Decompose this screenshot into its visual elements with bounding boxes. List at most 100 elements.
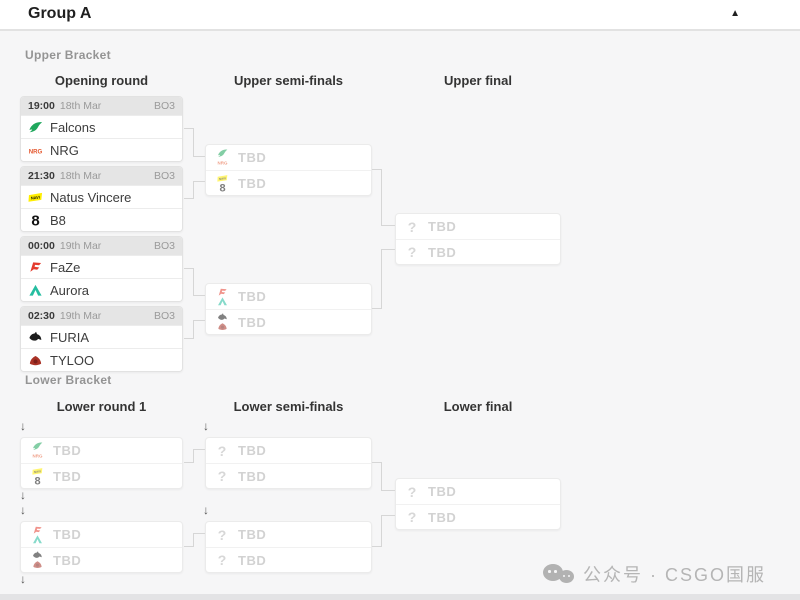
b8-logo: 8 — [28, 213, 43, 228]
tbd-match-box[interactable]: ?TBD?TBD — [205, 437, 372, 489]
bracket-connector-line — [193, 295, 205, 296]
tbd-slot-row: TBD — [206, 284, 371, 309]
team-row[interactable]: Aurora — [21, 278, 182, 301]
falcons-logo — [32, 441, 43, 452]
tbd-label: TBD — [53, 527, 82, 542]
bottom-edge-strip — [0, 594, 800, 600]
team-name: TYLOO — [50, 352, 95, 368]
tbd-label: TBD — [428, 509, 457, 525]
svg-text:8: 8 — [219, 182, 225, 193]
team-row[interactable]: TYLOO — [21, 348, 182, 371]
match-time: 02:30 — [28, 310, 55, 322]
tbd-slot-row: ?TBD — [396, 504, 560, 529]
tbd-label: TBD — [238, 150, 267, 165]
tbd-label: TBD — [238, 175, 267, 191]
bracket-connector-line — [193, 320, 194, 339]
faze-logo — [32, 525, 43, 536]
group-title: Group A — [28, 5, 92, 22]
bracket-connector-line — [372, 169, 382, 170]
tbd-label: TBD — [238, 527, 267, 542]
lower-bracket-label: Lower Bracket — [25, 373, 112, 387]
drop-down-arrow-icon: ↓ — [20, 488, 26, 502]
bracket-connector-line — [193, 533, 205, 534]
tbd-label: TBD — [238, 314, 267, 330]
tbd-slot-row: ?TBD — [206, 463, 371, 488]
question-icon: ? — [217, 526, 227, 543]
team-name: Falcons — [50, 119, 96, 135]
bracket-connector-line — [184, 128, 194, 129]
tyloo-logo — [28, 353, 43, 368]
tbd-match-box[interactable]: ?TBD?TBD — [395, 478, 561, 530]
bracket-connector-line — [193, 449, 205, 450]
group-header-bar[interactable]: Group A ▲ — [0, 0, 800, 31]
bracket-connector-line — [184, 338, 194, 339]
tbd-label: TBD — [53, 552, 82, 568]
drop-down-arrow-icon: ↓ — [20, 572, 26, 586]
tbd-slot-row: NRG TBD — [206, 145, 371, 170]
tbd-match-box[interactable]: TBD TBD — [205, 283, 372, 335]
aurora-logo — [28, 283, 43, 298]
tbd-match-box[interactable]: ?TBD?TBD — [395, 213, 561, 265]
aurora-logo — [217, 296, 228, 307]
tbd-label: TBD — [53, 468, 82, 484]
nrg-logo: NRG — [217, 157, 228, 168]
tbd-match-box[interactable]: ?TBD?TBD — [205, 521, 372, 573]
pending-team-logos — [29, 551, 45, 569]
upper-bracket-label: Upper Bracket — [25, 48, 111, 62]
match-format-badge: BO3 — [153, 310, 175, 322]
collapse-caret-up-icon[interactable]: ▲ — [730, 8, 740, 19]
bracket-connector-line — [193, 533, 194, 547]
tbd-label: TBD — [238, 468, 267, 484]
tbd-match-box[interactable]: TBD TBD — [20, 521, 183, 573]
svg-text:8: 8 — [31, 213, 39, 228]
bracket-connector-line — [184, 462, 194, 463]
tbd-label: TBD — [53, 443, 82, 458]
tbd-label: TBD — [428, 219, 457, 234]
team-row[interactable]: FURIA — [21, 325, 182, 348]
navi-logo: NAVI — [216, 173, 228, 184]
pending-team-logos — [214, 288, 230, 306]
match-time: 21:30 — [28, 170, 55, 182]
bracket-connector-line — [381, 249, 382, 309]
bracket-connector-line — [381, 490, 395, 491]
nrg-logo: NRG — [28, 143, 43, 158]
drop-down-arrow-icon: ↓ — [20, 419, 26, 433]
team-row[interactable]: FaZe — [21, 255, 182, 278]
bracket-connector-line — [193, 268, 194, 296]
bracket-connector-line — [184, 268, 194, 269]
column-header-opening-round: Opening round — [54, 73, 149, 88]
svg-text:NAVI: NAVI — [218, 176, 225, 181]
tbd-slot-row: TBD — [21, 522, 182, 547]
match-date: 19th Mar — [59, 240, 102, 252]
svg-text:NAVI: NAVI — [33, 469, 40, 474]
team-row[interactable]: Falcons — [21, 115, 182, 138]
bracket-connector-line — [193, 181, 194, 199]
tbd-label: TBD — [238, 289, 267, 304]
column-header-upper-semi-finals: Upper semi-finals — [233, 73, 344, 88]
watermark: 公众号 · CSGO国服 — [543, 561, 766, 587]
tbd-slot-row: NRG TBD — [21, 438, 182, 463]
faze-logo — [28, 260, 43, 275]
furia-logo — [217, 312, 228, 323]
svg-text:NRG: NRG — [32, 453, 42, 458]
column-header-lower-semi-finals: Lower semi-finals — [233, 399, 344, 414]
column-header-lower-final: Lower final — [443, 399, 513, 414]
pending-team-logos: NRG — [214, 149, 230, 167]
pending-team-logos — [29, 526, 45, 544]
question-icon: ? — [217, 552, 227, 568]
wechat-icon — [543, 561, 574, 587]
